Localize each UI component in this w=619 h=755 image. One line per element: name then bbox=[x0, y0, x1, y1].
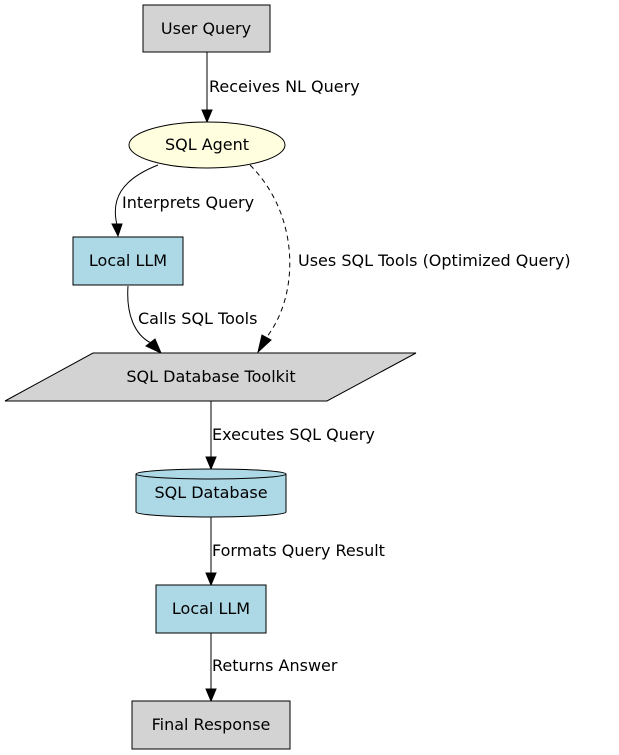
edge-label-returns: Returns Answer bbox=[212, 656, 338, 675]
arrowhead bbox=[111, 223, 123, 238]
node-cylinder bbox=[135, 468, 287, 518]
arrowhead bbox=[205, 688, 217, 703]
edge-label-executes: Executes SQL Query bbox=[212, 425, 375, 444]
edge-label-formats: Formats Query Result bbox=[212, 541, 385, 560]
edge-interprets-query: Interprets Query bbox=[111, 164, 254, 238]
node-parallelogram bbox=[4, 352, 417, 402]
node-label: SQL Agent bbox=[165, 135, 249, 154]
node-box bbox=[72, 236, 184, 286]
node-user-query: User Query bbox=[142, 4, 271, 53]
arrowhead bbox=[205, 572, 217, 587]
edge-uses-sql-tools: Uses SQL Tools (Optimized Query) bbox=[249, 164, 571, 354]
node-sql-database-toolkit: SQL Database Toolkit bbox=[4, 352, 417, 402]
arrowhead bbox=[257, 334, 272, 354]
node-cylinder-rim bbox=[135, 473, 287, 480]
node-label: User Query bbox=[161, 19, 251, 38]
edge-line-dashed bbox=[249, 164, 291, 339]
edge-label-interprets: Interprets Query bbox=[122, 193, 254, 212]
edge-returns-answer: Returns Answer bbox=[205, 633, 338, 703]
edge-line bbox=[127, 285, 152, 344]
node-label: SQL Database bbox=[154, 483, 267, 502]
edge-label-receives: Receives NL Query bbox=[209, 77, 360, 96]
edge-formats-query-result: Formats Query Result bbox=[205, 517, 385, 587]
edge-calls-sql-tools: Calls SQL Tools bbox=[127, 285, 257, 355]
node-label: SQL Database Toolkit bbox=[126, 367, 295, 386]
edge-executes-sql-query: Executes SQL Query bbox=[205, 401, 375, 471]
node-label: Local LLM bbox=[172, 599, 250, 618]
node-ellipse bbox=[128, 121, 286, 169]
edge-line bbox=[114, 164, 159, 226]
node-sql-database: SQL Database bbox=[135, 468, 287, 518]
node-sql-agent: SQL Agent bbox=[128, 121, 286, 169]
edge-receives-nl-query: Receives NL Query bbox=[201, 52, 360, 124]
edge-label-calls-tools: Calls SQL Tools bbox=[138, 309, 257, 328]
node-label: Final Response bbox=[152, 715, 271, 734]
node-box bbox=[155, 584, 267, 634]
arrowhead bbox=[205, 456, 217, 471]
arrowhead bbox=[145, 338, 162, 355]
node-final-response: Final Response bbox=[131, 700, 291, 750]
edge-label-uses-tools: Uses SQL Tools (Optimized Query) bbox=[298, 251, 571, 270]
node-local-llm-1: Local LLM bbox=[72, 236, 184, 286]
node-local-llm-2: Local LLM bbox=[155, 584, 267, 634]
node-label: Local LLM bbox=[89, 251, 167, 270]
arrowhead bbox=[201, 109, 213, 124]
node-box bbox=[142, 4, 271, 53]
node-box bbox=[131, 700, 291, 750]
